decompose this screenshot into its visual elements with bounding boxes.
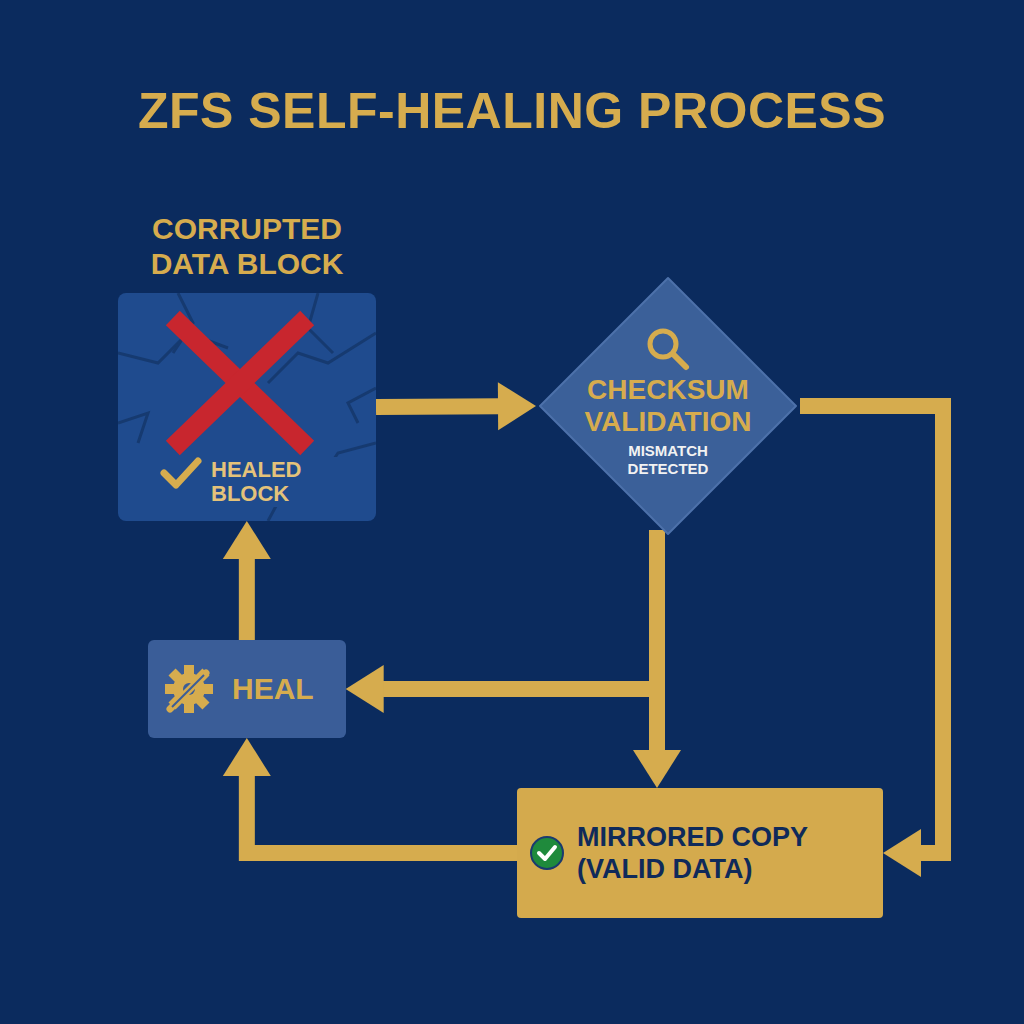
arrow-head — [223, 738, 271, 776]
arrow-head — [883, 829, 921, 877]
crack-line — [348, 388, 376, 423]
connector-line — [239, 557, 255, 640]
arrow-head — [346, 665, 384, 713]
diamond-outline — [540, 278, 796, 534]
heal-node: HEAL — [148, 640, 346, 738]
check-mark — [539, 847, 555, 859]
red-x — [180, 325, 300, 441]
wrench-gap — [172, 675, 204, 707]
check-result: MISMATCH DETECTED — [618, 442, 718, 477]
block-heading: CORRUPTED DATA BLOCK — [127, 212, 367, 281]
flow-connector — [346, 530, 657, 713]
diamond-shape — [536, 274, 800, 538]
arrow-heads — [498, 382, 536, 430]
heal-icon — [162, 661, 218, 717]
check-label: CHECKSUM VALIDATION — [568, 374, 768, 438]
arrow-heads — [633, 750, 681, 788]
crack-line — [118, 413, 148, 443]
connector-line — [247, 774, 517, 853]
block-status: HEALED BLOCK — [208, 457, 344, 507]
red-x — [180, 325, 300, 441]
mirror-label: MIRRORED COPY (VALID DATA) — [577, 821, 847, 886]
arrow-head — [498, 382, 536, 430]
arrow-head — [223, 521, 271, 559]
connector-line — [800, 406, 943, 853]
check-circle — [531, 837, 563, 869]
arrow-heads — [223, 738, 271, 776]
check-mark — [164, 461, 198, 485]
diagram-title: ZFS SELF-HEALING PROCESS — [0, 82, 1024, 140]
arrow-head — [633, 750, 681, 788]
arrow-heads — [346, 665, 384, 713]
flow-connector — [376, 382, 536, 430]
wrench-shaft — [170, 673, 206, 709]
arrow-heads — [223, 521, 271, 559]
diamond-text: CHECKSUM VALIDATION MISMATCH DETECTED — [536, 374, 800, 477]
connector-line — [382, 530, 657, 689]
valid-check-icon — [529, 835, 565, 871]
heal-label: HEAL — [232, 672, 314, 706]
connector-line — [376, 398, 500, 415]
flow-connector — [223, 521, 271, 640]
arrow-heads — [883, 829, 921, 877]
mirror-node: MIRRORED COPY (VALID DATA) — [517, 788, 883, 918]
diamond-node: CHECKSUM VALIDATION MISMATCH DETECTED — [536, 274, 800, 538]
magnifier-handle — [673, 354, 686, 367]
block-node: CORRUPTED DATA BLOCKHEALED BLOCK — [118, 293, 376, 521]
flow-connector — [223, 738, 517, 853]
